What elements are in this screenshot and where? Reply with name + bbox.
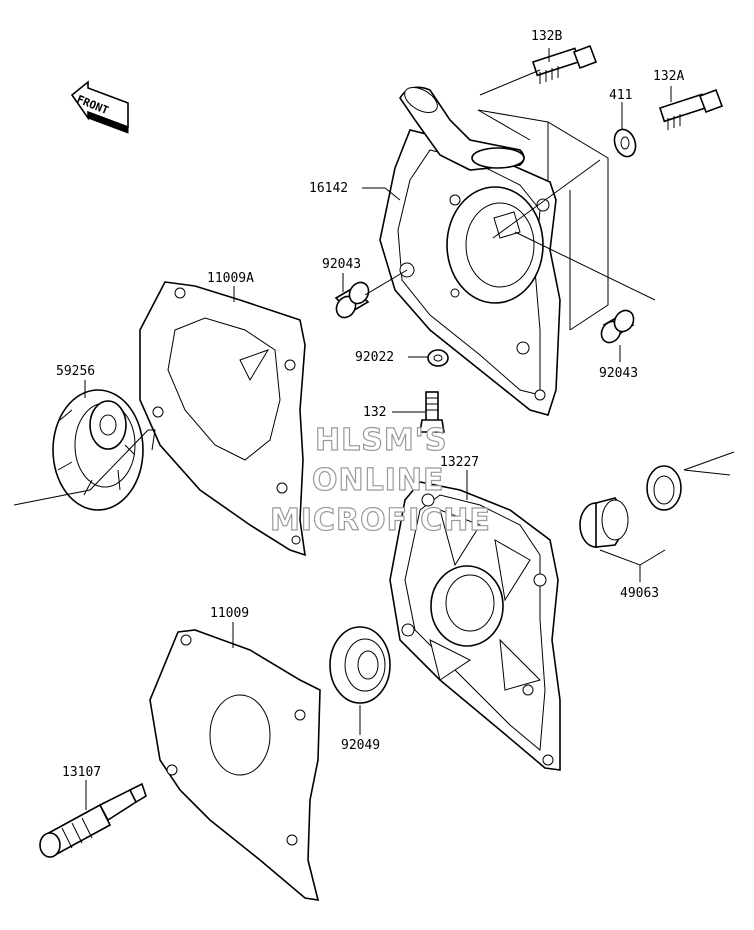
- dowel-pin-92043-left: [334, 281, 370, 319]
- bolt-132a: [658, 88, 724, 130]
- label-59256: 59256: [56, 364, 95, 379]
- label-132b: 132B: [531, 29, 562, 44]
- watermark-line3: MICROFICHE: [270, 503, 491, 538]
- leader-lines: [84, 48, 672, 810]
- label-11009a: 11009A: [207, 271, 254, 286]
- label-11009: 11009: [210, 606, 249, 621]
- label-49063: 49063: [620, 586, 659, 601]
- label-132a: 132A: [653, 69, 684, 84]
- watermark: HLSM'S ONLINE MICROFICHE: [269, 422, 491, 538]
- label-13227: 13227: [440, 455, 479, 470]
- part-labels: 132B 132A 411 16142 92043 11009A 59256 9…: [56, 29, 684, 780]
- washer-92022: [427, 349, 449, 367]
- label-92043-right: 92043: [599, 366, 638, 381]
- front-arrow-icon: FRONT: [70, 80, 129, 134]
- label-132: 132: [363, 405, 386, 420]
- seal-49063: [579, 451, 735, 548]
- washer-411: [613, 128, 637, 158]
- label-16142: 16142: [309, 181, 348, 196]
- watermark-line1: HLSM'S: [315, 423, 447, 458]
- label-92049: 92049: [341, 738, 380, 753]
- bolt-132: [419, 391, 445, 433]
- label-411: 411: [609, 88, 632, 103]
- label-13107: 13107: [62, 765, 101, 780]
- gasket-11009: [149, 629, 321, 901]
- label-92022: 92022: [355, 350, 394, 365]
- impeller-59256: [13, 389, 156, 511]
- pump-housing-16142: [379, 86, 609, 416]
- cover-13227: [389, 481, 561, 771]
- bearing-92049: [329, 626, 391, 704]
- fitting-13107: [39, 782, 147, 858]
- dowel-pin-92043-right: [600, 309, 635, 344]
- gasket-11009a: [139, 281, 306, 557]
- watermark-line2: ONLINE: [312, 463, 445, 498]
- label-92043-left: 92043: [322, 257, 361, 272]
- bolt-132b: [531, 44, 598, 84]
